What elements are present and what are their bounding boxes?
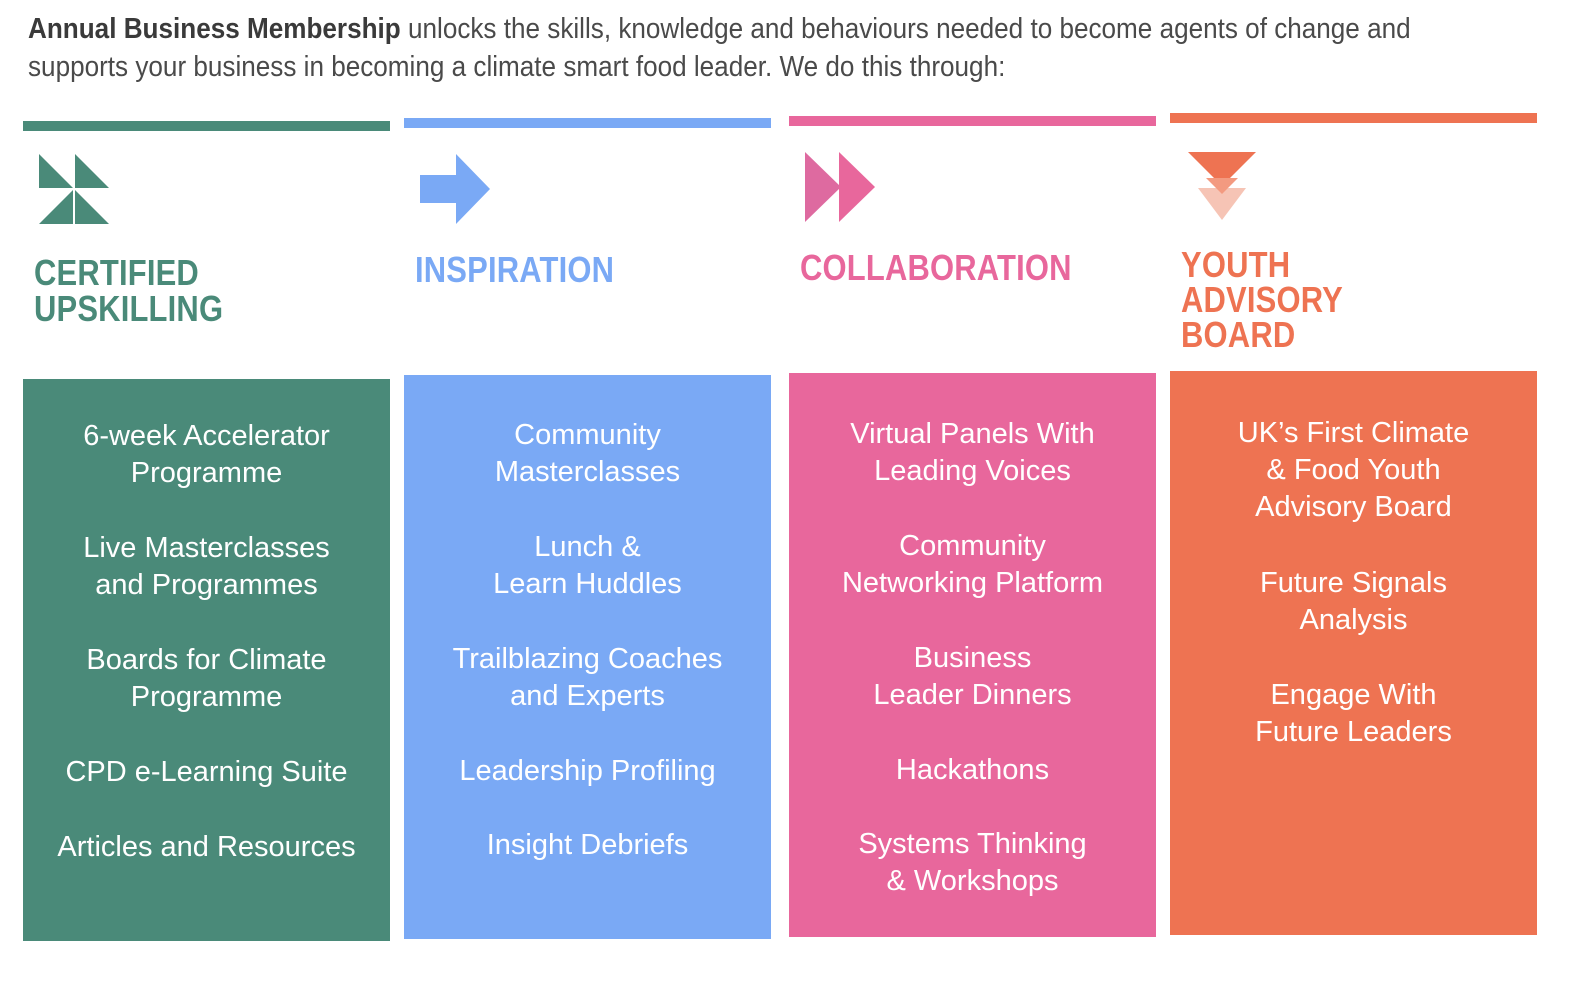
item-line: Engage With [1270,679,1437,711]
list-item: 6-week Accelerator Programme [23,418,390,492]
item-line: Articles and Resources [57,831,356,863]
item-line: Insight Debriefs [486,829,689,861]
item-line: Leadership Profiling [459,755,716,787]
item-line: Community [514,419,661,451]
list-item: Live Masterclasses and Programmes [23,530,390,604]
list-item: Leadership Profiling [404,753,771,790]
list-item: Virtual Panels With Leading Voices [789,416,1156,490]
item-line: Virtual Panels With [850,418,1095,450]
list-item: Future Signals Analysis [1170,565,1537,639]
item-line: Business [913,642,1032,674]
list-item: Community Networking Platform [789,528,1156,602]
item-line: Networking Platform [841,567,1104,599]
item-line: & Food Youth [1266,454,1441,486]
list-item: UK’s First Climate & Food Youth Advisory… [1170,415,1537,526]
item-line: Community [899,530,1046,562]
chevrons-down-icon [1188,152,1256,220]
item-line: Advisory Board [1255,491,1452,523]
item-line: CPD e-Learning Suite [65,756,348,788]
intro-line-1-rest: unlocks the skills, knowledge and behavi… [400,13,1411,45]
item-line: Live Masterclasses [83,532,330,564]
item-line: Leading Voices [874,455,1071,487]
item-line: 6-week Accelerator [83,420,330,452]
item-line: and Experts [510,680,665,712]
column-top-bar [23,121,390,131]
item-line: Future Signals [1260,567,1447,599]
column-heading: CERTIFIED UPSKILLING [34,255,344,327]
item-line: & Workshops [886,865,1059,897]
item-line: Learn Huddles [493,568,682,600]
item-line: and Programmes [95,569,318,601]
list-item: CPD e-Learning Suite [23,754,390,791]
intro-bold: Annual Business Membership [28,13,401,45]
quarter-triangles-icon [39,154,109,224]
list-item: Articles and Resources [23,829,390,866]
arrow-right-icon [420,154,490,224]
item-line: Masterclasses [494,456,681,488]
column-top-bar [1170,113,1537,123]
list-item: Engage With Future Leaders [1170,677,1537,751]
list-item: Insight Debriefs [404,827,771,864]
list-item: Trailblazing Coaches and Experts [404,641,771,715]
list-item: Lunch & Learn Huddles [404,529,771,603]
fast-forward-icon [805,152,875,222]
list-item: Boards for Climate Programme [23,642,390,716]
feature-box: Community Masterclasses Lunch & Learn Hu… [404,375,771,939]
item-line: Lunch & [534,531,641,563]
item-line: Systems Thinking [858,828,1087,860]
item-line: Programme [130,681,283,713]
list-item: Business Leader Dinners [789,640,1156,714]
feature-box: UK’s First Climate & Food Youth Advisory… [1170,371,1537,935]
feature-box: 6-week Accelerator Programme Live Master… [23,379,390,941]
feature-box: Virtual Panels With Leading Voices Commu… [789,373,1156,937]
heading-line: CERTIFIED [34,252,199,293]
column-heading: INSPIRATION [415,252,725,288]
heading-line: ADVISORY [1181,279,1343,320]
item-line: Hackathons [895,754,1050,786]
list-item: Hackathons [789,752,1156,789]
list-item: Systems Thinking & Workshops [789,826,1156,900]
column-heading: COLLABORATION [800,250,1110,286]
heading-line: BOARD [1181,314,1296,355]
column-top-bar [789,116,1156,126]
heading-line: UPSKILLING [34,288,224,329]
item-line: UK’s First Climate [1237,417,1470,449]
list-item: Community Masterclasses [404,417,771,491]
item-line: Trailblazing Coaches [452,643,723,675]
intro-line-2: supports your business in becoming a cli… [28,51,1006,83]
item-line: Programme [130,457,283,489]
heading-line: YOUTH [1181,244,1291,285]
item-line: Future Leaders [1255,716,1452,748]
column-heading: YOUTH ADVISORY BOARD [1181,244,1491,355]
intro-line-1: Annual Business Membership unlocks the s… [28,10,1414,48]
item-line: Leader Dinners [873,679,1072,711]
column-top-bar [404,118,771,128]
heading-line: COLLABORATION [800,247,1072,288]
intro-text: Annual Business Membership unlocks the s… [28,10,1414,86]
item-line: Boards for Climate [86,644,327,676]
heading-line: INSPIRATION [415,249,615,290]
item-line: Analysis [1299,604,1408,636]
